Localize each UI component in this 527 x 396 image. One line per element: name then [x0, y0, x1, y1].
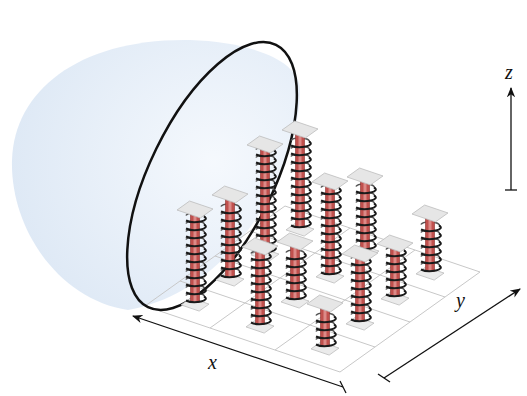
top-plate [277, 233, 313, 250]
coil-front [256, 151, 276, 253]
coil-front [186, 217, 206, 303]
top-plate [377, 235, 413, 252]
dome-rim [92, 18, 331, 335]
damper-cylinder [361, 181, 370, 250]
top-plate [342, 245, 378, 262]
spring-unit [312, 173, 348, 283]
cylinder-highlight [364, 181, 367, 250]
top-plate [307, 295, 343, 312]
spring-unit [412, 205, 448, 280]
top-plate [177, 201, 213, 218]
coil-front [316, 317, 336, 347]
cylinder-highlight [329, 186, 332, 275]
top-plate [347, 168, 383, 185]
cylinder-highlight [259, 251, 262, 325]
y-axis [384, 289, 520, 378]
axis-label: y [456, 290, 465, 310]
damper-cylinder [326, 186, 335, 275]
axis-tick [505, 189, 517, 190]
top-plate [242, 238, 278, 255]
coil-front [356, 188, 376, 250]
cylinder-highlight [194, 214, 197, 303]
top-plate [247, 136, 283, 153]
coil-front [291, 142, 311, 228]
coil-front [386, 251, 406, 297]
top-plate [212, 186, 248, 203]
spring-unit [342, 245, 378, 330]
axis-label: x [208, 352, 217, 372]
damper-cylinder [321, 308, 330, 347]
grid-line [145, 306, 340, 372]
spring-unit [177, 201, 213, 311]
grid-line [285, 206, 480, 272]
coil-front [351, 260, 371, 322]
coil-front [251, 255, 271, 325]
axis-tick [340, 381, 346, 393]
grid-line [180, 281, 375, 347]
coil-front [421, 226, 441, 272]
top-plate [282, 121, 318, 138]
damper-cylinder [256, 251, 265, 325]
spring-unit [212, 186, 248, 286]
axis-tick [378, 374, 390, 382]
damper-cylinder [191, 214, 200, 303]
spring-unit [282, 121, 318, 236]
axis-label: z [505, 62, 513, 82]
spring-unit [377, 235, 413, 305]
coil-front [221, 208, 241, 278]
spring-unit [307, 295, 343, 355]
spring-unit [242, 238, 278, 333]
grid-line [250, 231, 445, 297]
x-axis [133, 316, 343, 387]
grid-line [215, 256, 410, 322]
top-plate [312, 173, 348, 190]
coil-front [321, 189, 341, 275]
spring-unit [277, 233, 313, 308]
spring-array [177, 121, 448, 355]
z-axis [510, 88, 511, 190]
top-plate [412, 205, 448, 222]
cylinder-highlight [324, 308, 327, 347]
floor-grid [145, 206, 480, 372]
coil-front [286, 254, 306, 300]
